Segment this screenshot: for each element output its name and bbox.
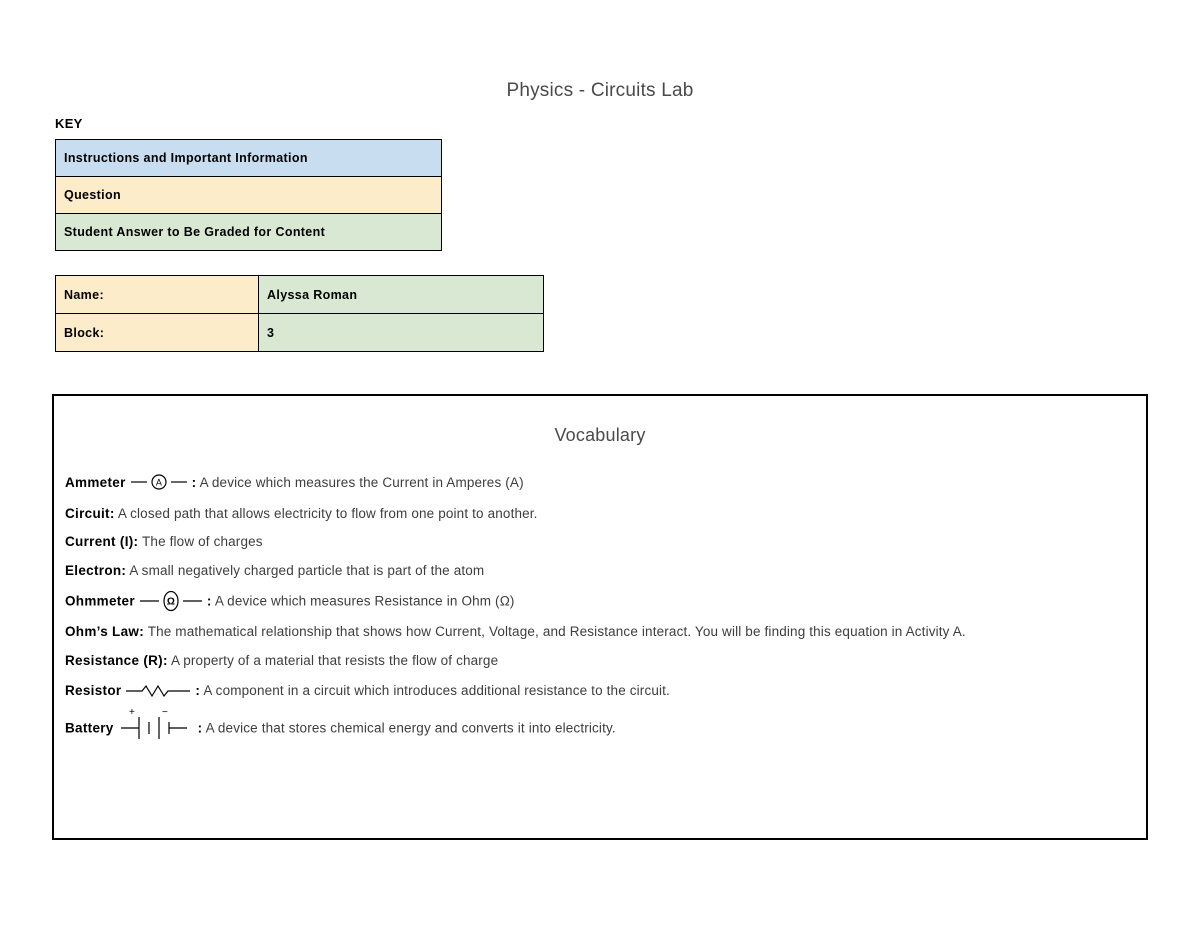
vocabulary-term: Electron: — [65, 562, 127, 578]
table-row: Question — [55, 176, 442, 214]
vocabulary-separator: : — [197, 720, 203, 736]
vocabulary-definition: The mathematical relationship that shows… — [147, 624, 966, 640]
vocabulary-term: Current (I): — [65, 534, 139, 550]
table-row: Instructions and Important Information — [55, 139, 442, 177]
vocabulary-term: Ohm’s Law: — [65, 624, 145, 640]
table-row: Name: Alyssa Roman — [55, 275, 544, 314]
battery-minus-sign: − — [162, 707, 168, 718]
vocabulary-separator: : — [195, 683, 201, 699]
battery-plus-sign: + — [129, 707, 135, 718]
vocabulary-separator: : — [191, 475, 197, 490]
vocabulary-section: Vocabulary Ammeter A : A device which me… — [52, 394, 1148, 840]
page-title: Physics - Circuits Lab — [506, 80, 694, 101]
vocabulary-definition: A component in a circuit which introduce… — [203, 683, 670, 699]
key-label: KEY — [55, 116, 83, 131]
vocabulary-entry-resistance: Resistance (R): A property of a material… — [65, 651, 1122, 671]
vocabulary-entry-ohms-law: Ohm’s Law: The mathematical relationship… — [65, 622, 1122, 642]
name-label: Name: — [55, 275, 259, 314]
block-value[interactable]: 3 — [258, 313, 544, 352]
vocabulary-term: Resistance (R): — [65, 652, 168, 668]
vocabulary-entry-ammeter: Ammeter A : A device which measures the … — [65, 473, 1122, 493]
ammeter-symbol: A — [130, 473, 187, 491]
ohmmeter-symbol: Ω — [139, 590, 202, 612]
vocabulary-definition: The flow of charges — [142, 534, 263, 550]
vocabulary-definition: A device which measures the Current in A… — [199, 475, 524, 490]
resistor-symbol — [126, 683, 191, 699]
key-legend-table: Instructions and Important Information Q… — [55, 139, 442, 251]
vocabulary-definition: A device that stores chemical energy and… — [205, 720, 616, 736]
key-row-instructions: Instructions and Important Information — [55, 139, 442, 177]
vocabulary-entry-battery: Battery + − : A de — [65, 707, 1122, 746]
ohmmeter-letter: Ω — [167, 597, 175, 608]
vocabulary-entry-circuit: Circuit: A closed path that allows elect… — [65, 504, 1122, 524]
vocabulary-term: Ohmmeter — [65, 593, 135, 609]
vocabulary-term: Battery — [65, 720, 114, 736]
vocabulary-definition: A device which measures Resistance in Oh… — [214, 593, 515, 609]
table-row: Block: 3 — [55, 313, 544, 352]
vocabulary-entry-electron: Electron: A small negatively charged par… — [65, 561, 1122, 581]
student-info-table: Name: Alyssa Roman Block: 3 — [55, 275, 544, 352]
vocabulary-entry-resistor: Resistor : A component in a circuit whic… — [65, 681, 1122, 701]
vocabulary-entry-ohmmeter: Ohmmeter Ω : A device which measures Res… — [65, 591, 1122, 613]
vocabulary-separator: : — [206, 593, 212, 609]
vocabulary-list: Ammeter A : A device which measures the … — [54, 473, 1146, 746]
name-value[interactable]: Alyssa Roman — [258, 275, 544, 314]
vocabulary-term: Ammeter — [65, 475, 126, 490]
battery-symbol: + − — [119, 707, 193, 742]
block-label: Block: — [55, 313, 259, 352]
key-row-student-answer: Student Answer to Be Graded for Content — [55, 213, 442, 251]
key-row-question: Question — [55, 176, 442, 214]
table-row: Student Answer to Be Graded for Content — [55, 213, 442, 251]
ammeter-letter: A — [156, 478, 162, 488]
vocabulary-definition: A closed path that allows electricity to… — [117, 505, 538, 521]
vocabulary-definition: A small negatively charged particle that… — [129, 562, 485, 578]
vocabulary-term: Circuit: — [65, 505, 115, 521]
vocabulary-entry-current: Current (I): The flow of charges — [65, 532, 1122, 552]
vocabulary-heading: Vocabulary — [554, 425, 646, 445]
vocabulary-term: Resistor — [65, 683, 122, 699]
vocabulary-definition: A property of a material that resists th… — [170, 652, 499, 668]
